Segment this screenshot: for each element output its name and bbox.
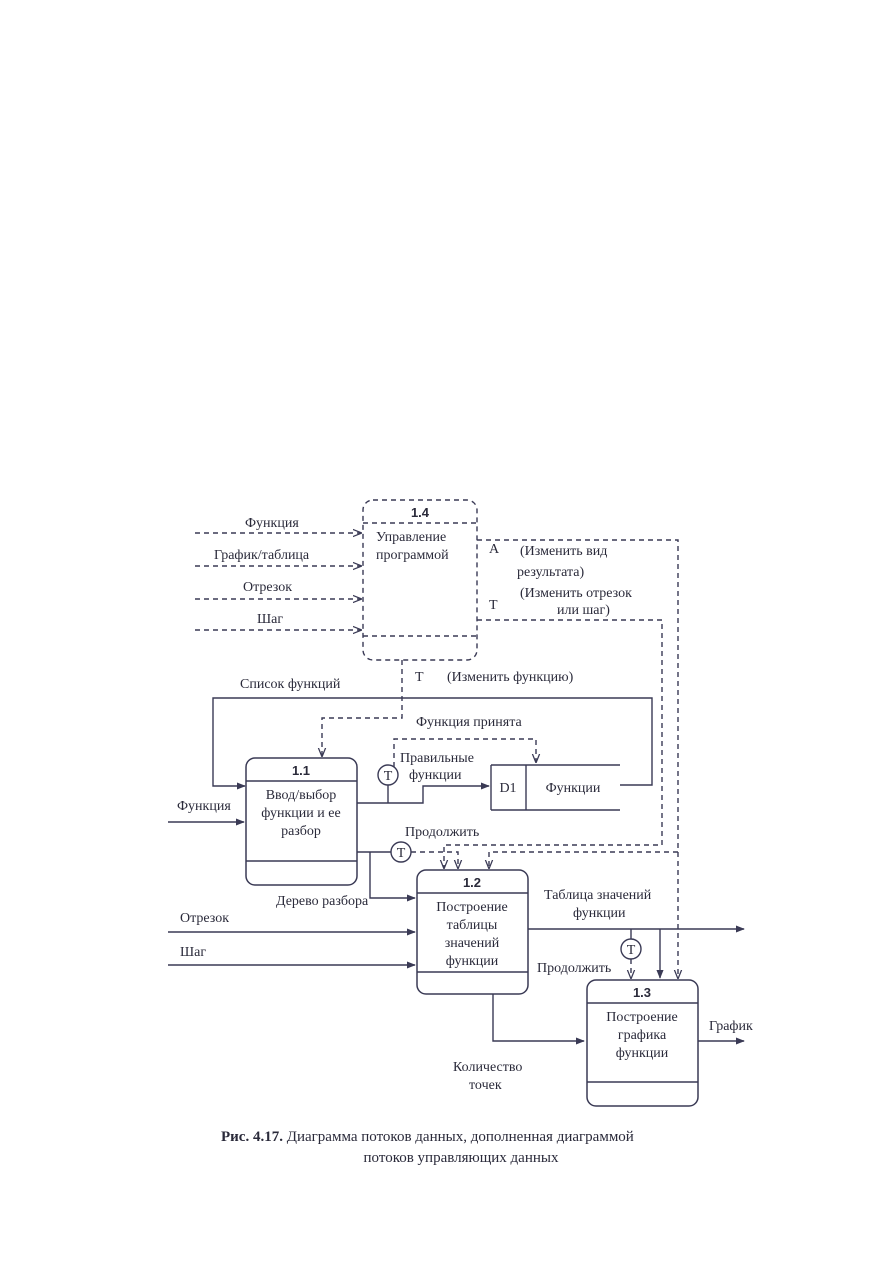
process-1-3-label-line3: функции (616, 1046, 669, 1061)
parse-tree-label: Дерево разбора (276, 894, 369, 909)
process-1-1-label-line2: функции и ее (261, 806, 340, 821)
process-1-2-label-line3: значений (445, 936, 500, 951)
table-values-line2: функции (573, 906, 626, 921)
process-1-2-label-line4: функции (446, 954, 499, 969)
process-1-2: 1.2 Построение таблицы значений функции (416, 869, 529, 995)
flow-segment-top-label: Отрезок (243, 580, 292, 595)
process-1-2-box (416, 869, 529, 995)
process-1-4-box (362, 499, 478, 661)
function-accepted-label: Функция принята (416, 715, 522, 730)
data-store-d1: D1 Функции (490, 764, 620, 811)
process-1-4-number: 1.4 (411, 505, 430, 520)
trigger-t1-label: T (384, 769, 393, 784)
trigger-t3-label: T (627, 943, 636, 958)
process-1-2-number: 1.2 (463, 875, 481, 890)
process-1-4-label-line1: Управление (376, 530, 446, 545)
correct-functions-line2: функции (409, 768, 462, 783)
flow-function-list (212, 697, 653, 790)
trigger-t1 (377, 764, 399, 786)
process-1-3-label-line1: Построение (606, 1010, 678, 1025)
continue-2-label: Продолжить (537, 961, 611, 976)
figure-caption-line2: потоков управляющих данных (364, 1150, 559, 1166)
table-values-line1: Таблица значений (544, 888, 652, 903)
process-1-4-label-line2: программой (376, 548, 449, 563)
signal-t-change-func: T (415, 670, 424, 685)
control-inputs-1-4: Функция График/таблица Отрезок Шаг (195, 516, 361, 630)
points-line2: точек (469, 1078, 502, 1093)
flow-function-top-label: Функция (245, 516, 299, 531)
process-1-3: 1.3 Построение графика функции (586, 979, 699, 1107)
process-1-3-box (586, 979, 699, 1107)
process-1-4: 1.4 Управление программой (362, 499, 478, 661)
figure-caption-line1: Рис. 4.17. Диаграмма потоков данных, доп… (221, 1129, 634, 1145)
process-1-2-label-line2: таблицы (447, 918, 498, 933)
change-seg-line2: или шаг) (557, 603, 610, 618)
figure-caption-text: Диаграмма потоков данных, дополненная ди… (283, 1129, 634, 1145)
flow-step-top-label: Шаг (257, 612, 283, 627)
correct-functions-line1: Правильные (400, 751, 474, 766)
continue-1-label: Продолжить (405, 825, 479, 840)
process-1-1: 1.1 Ввод/выбор функции и ее разбор (245, 757, 358, 886)
change-view-line2: результата) (517, 565, 584, 580)
graph-out-label: График (709, 1019, 753, 1034)
process-1-1-box (245, 757, 358, 886)
points-line1: Количество (453, 1060, 522, 1075)
flow-points-count (492, 994, 585, 1045)
signal-a: A (489, 542, 500, 557)
flow-change-view (477, 539, 678, 978)
process-1-1-number: 1.1 (292, 763, 310, 778)
signal-t1: T (489, 598, 498, 613)
figure-caption-number: Рис. 4.17. (221, 1129, 283, 1145)
process-1-2-label-line1: Построение (436, 900, 508, 915)
flow-segment-label: Отрезок (180, 911, 229, 926)
flow-change-segment (444, 619, 663, 868)
flow-step-label: Шаг (180, 945, 206, 960)
flow-continue-1 (411, 851, 458, 868)
process-1-3-number: 1.3 (633, 985, 651, 1000)
store-name: Функции (546, 781, 601, 796)
change-view-line1: (Изменить вид (520, 544, 607, 559)
process-1-3-label-line2: графика (618, 1028, 667, 1043)
function-list-label: Список функций (240, 677, 341, 692)
flow-function-left-label: Функция (177, 799, 231, 814)
flow-graph-table-label: График/таблица (214, 548, 310, 563)
store-id: D1 (499, 781, 516, 796)
flow-continue-from-right (489, 851, 678, 868)
flow-parse-tree (369, 852, 416, 902)
flow-change-function (322, 660, 403, 756)
process-1-1-label-line3: разбор (281, 824, 321, 839)
process-1-1-label-line1: Ввод/выбор (266, 788, 337, 803)
flow-correct-functions (357, 782, 490, 804)
trigger-t2-label: T (397, 846, 406, 861)
control-outputs-1-4: A (Изменить вид результата) T (Изменить … (322, 539, 678, 978)
flow-function-accepted (393, 738, 536, 767)
change-func-label: (Изменить функцию) (447, 670, 574, 685)
change-seg-line1: (Изменить отрезок (520, 586, 632, 601)
